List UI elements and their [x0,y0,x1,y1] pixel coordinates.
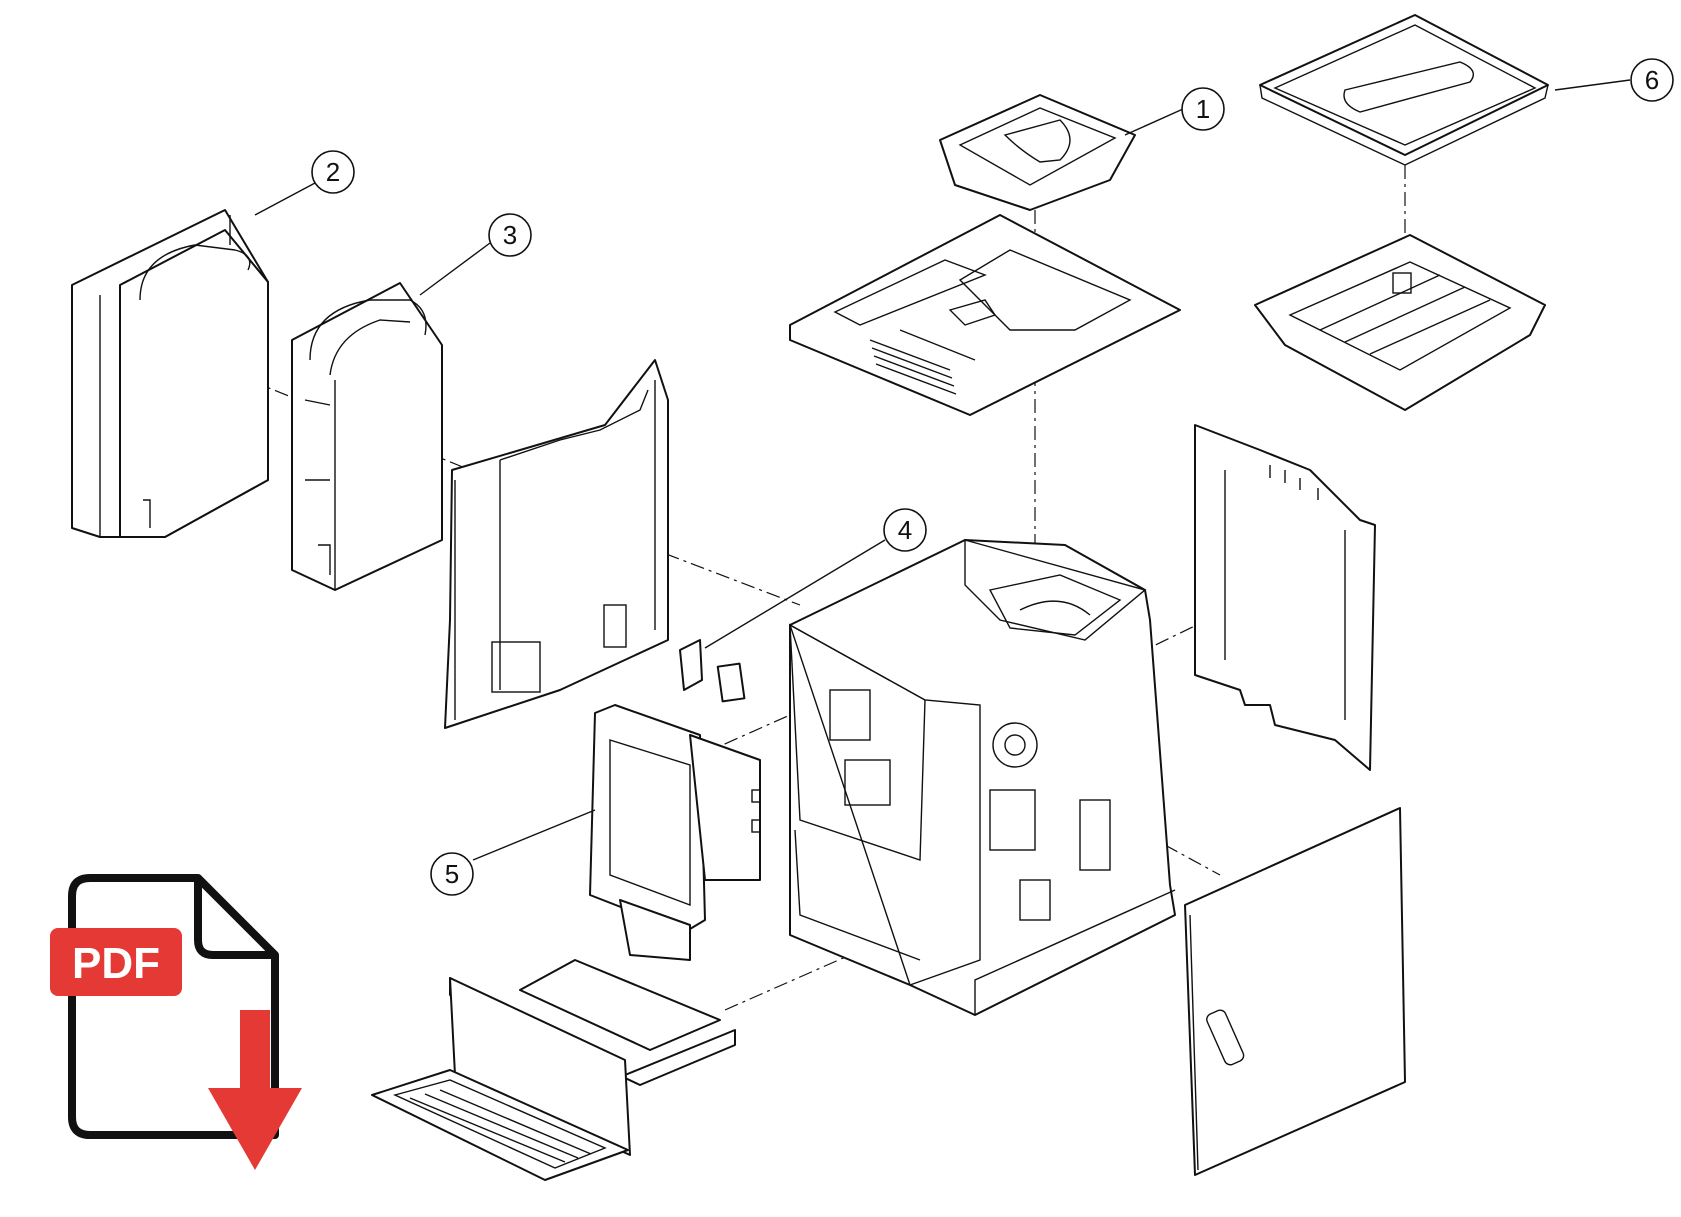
drip-tray [1254,234,1546,411]
pdf-badge [50,928,182,996]
callout-3: 3 [488,213,532,257]
callout-4: 4 [883,508,927,552]
machine-body [788,539,1176,1016]
display-module [589,704,761,961]
callout-6-label: 6 [1645,65,1659,95]
water-tank [291,282,443,591]
callout-5: 5 [430,852,474,896]
water-tank-housing [71,209,269,538]
callout-2: 2 [311,150,355,194]
callout-5-label: 5 [445,859,459,889]
right-side-panel [1194,424,1376,771]
pdf-badge-label: PDF [72,939,160,988]
callout-1-label: 1 [1196,94,1210,124]
bean-container-lid [939,94,1136,211]
circuit-board [679,639,746,703]
front-door [1184,807,1406,1176]
callout-6: 6 [1630,58,1674,102]
callout-3-label: 3 [503,220,517,250]
download-arrow-icon [208,1010,302,1170]
drip-tray-cover [1259,14,1549,166]
back-panel [444,359,669,729]
pdf-download-icon[interactable]: PDF [50,874,302,1170]
callout-2-label: 2 [326,157,340,187]
drip-drawer [371,959,736,1181]
top-cover [789,214,1181,416]
callout-1: 1 [1181,87,1225,131]
callout-leaders [254,79,1631,861]
callout-4-label: 4 [898,515,912,545]
